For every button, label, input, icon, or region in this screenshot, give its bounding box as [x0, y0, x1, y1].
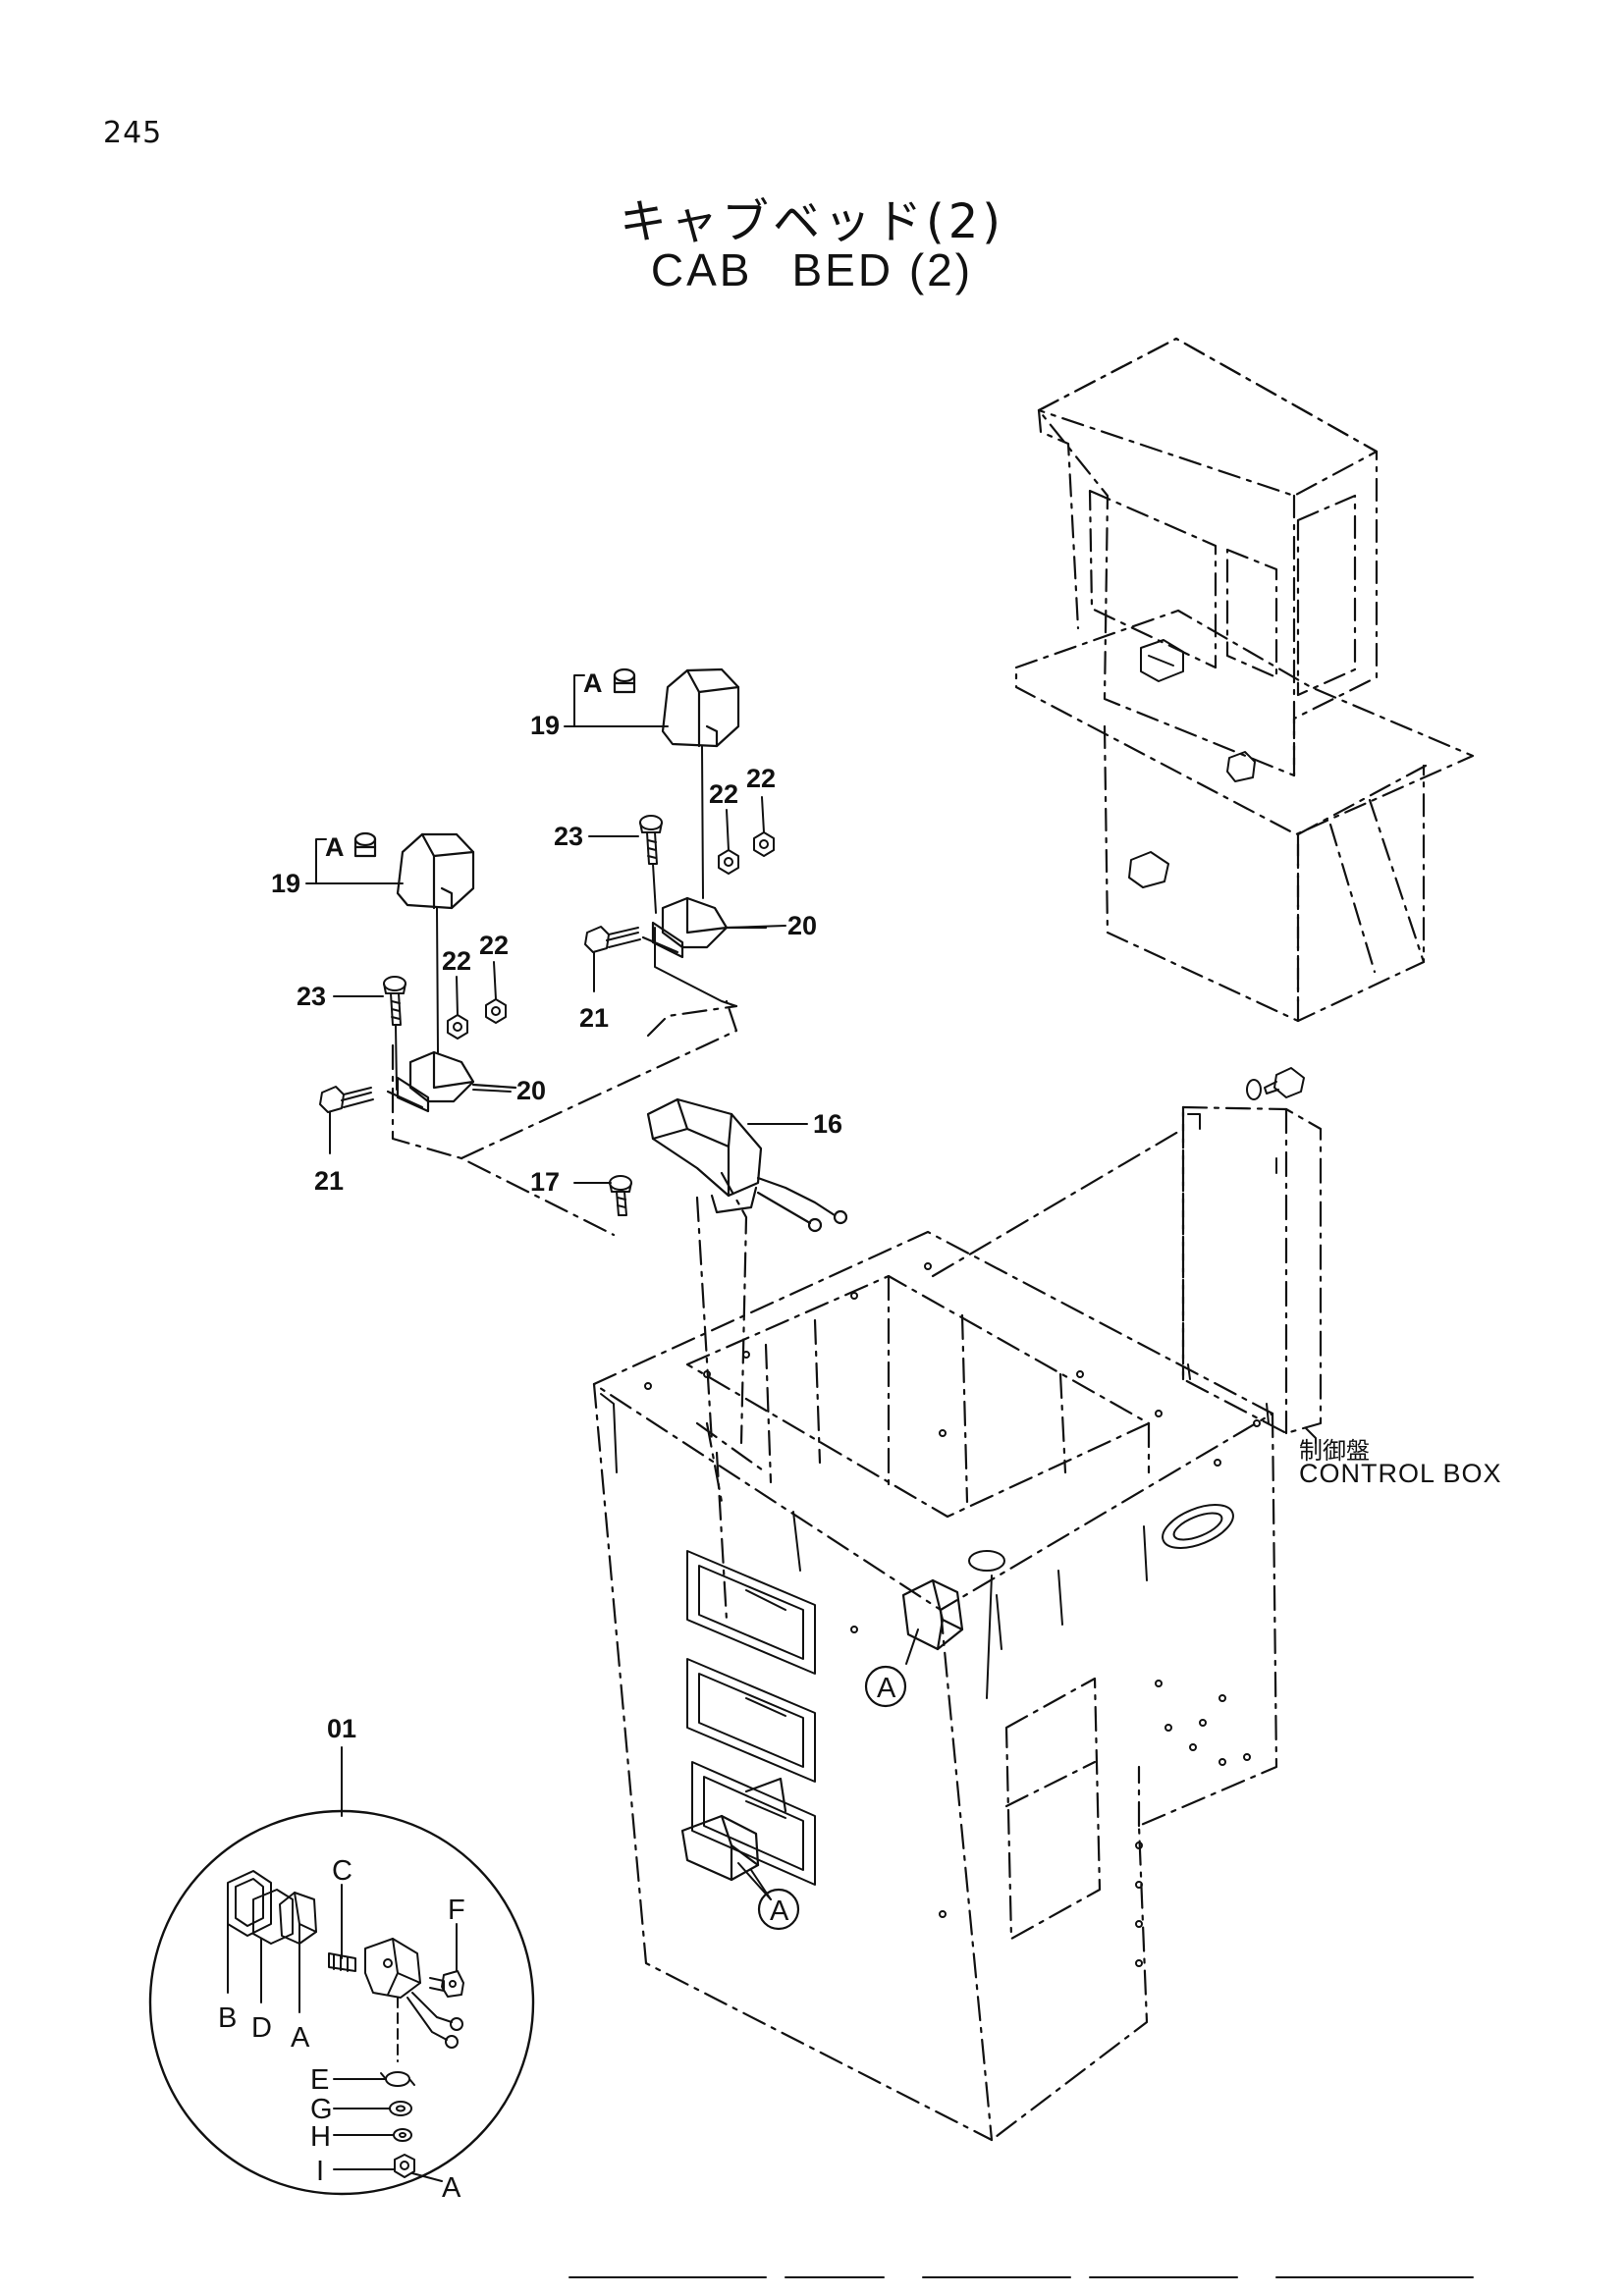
cab-outline [1014, 337, 1475, 1023]
title-japanese: キャブベッド(2) [620, 194, 1004, 249]
callout-22-upper-b: 22 [746, 764, 776, 793]
ref-circle-a2 [757, 1888, 800, 1931]
detail-kit-parts [227, 1870, 464, 2182]
callout-21-lower: 21 [314, 1166, 344, 1196]
detail-label-h: H [310, 2121, 331, 2153]
title-en-part2: BED (2) [791, 244, 974, 295]
callout-19-lower: 19 [271, 869, 300, 898]
lamp-fixture-front [680, 1777, 787, 1882]
part-21-bolt-lower [319, 1086, 374, 1113]
part-19-horn-lower [353, 831, 475, 910]
callout-20-upper: 20 [787, 911, 817, 940]
upper-assembly-lines [654, 745, 737, 1007]
part-21-bolt-upper [584, 926, 641, 953]
lamp-fixture-right [901, 1578, 964, 1651]
callout-20-lower: 20 [516, 1076, 546, 1105]
callout-22-lower-b: 22 [479, 931, 509, 960]
part-20-bracket-upper [641, 896, 768, 959]
detail-label-a-tail: A [442, 2172, 461, 2204]
ref-marker-a2: A [770, 1896, 789, 1927]
part-16-work-lamp [646, 1097, 848, 1233]
part-17-bolt [609, 1175, 632, 1216]
callout-22-upper-a: 22 [709, 779, 738, 809]
callout-19-upper: 19 [530, 711, 560, 740]
callout-kit-a-upper: A [583, 668, 603, 698]
callout-16: 16 [813, 1109, 842, 1139]
control-box-label-japanese: 制御盤 [1299, 1437, 1370, 1465]
callout-21-upper: 21 [579, 1003, 609, 1033]
frame-details [600, 1113, 1277, 1967]
leader-lines [305, 674, 1317, 1900]
part-19-horn-upper [613, 667, 740, 748]
detail-circle-01 [148, 1809, 535, 2196]
detail-label-e: E [310, 2064, 329, 2096]
cab-bed-frame [391, 999, 1323, 2142]
title-en-part1: CAB [650, 244, 753, 295]
page-number: 245 [103, 116, 163, 150]
detail-label-c: C [332, 1855, 352, 1887]
cab-fittings [1128, 639, 1256, 888]
part-22-nuts-upper [718, 831, 775, 875]
vent-panels [686, 1550, 816, 1886]
detail-label-f: F [448, 1895, 465, 1926]
callout-17: 17 [530, 1167, 560, 1197]
lower-assembly-lines [395, 907, 439, 1091]
ref-marker-a1: A [877, 1673, 896, 1704]
callout-23-lower: 23 [297, 982, 326, 1011]
detail-label-d: D [251, 2012, 272, 2044]
ref-circle-a1 [864, 1665, 907, 1708]
callout-22-lower-a: 22 [442, 946, 471, 976]
part-23-bolt-lower [383, 976, 406, 1026]
title-english: CAB BED (2) [0, 243, 1624, 296]
control-box-label-english: CONTROL BOX [1299, 1459, 1502, 1488]
callout-kit-a-lower: A [325, 832, 345, 862]
control-box-bolt [1246, 1067, 1305, 1100]
detail-label-g: G [310, 2094, 333, 2125]
callout-01: 01 [327, 1714, 356, 1743]
detail-label-a: A [291, 2022, 310, 2054]
part-20-bracket-lower [386, 1050, 517, 1113]
callout-23-upper: 23 [554, 822, 583, 851]
detail-label-i: I [316, 2156, 324, 2187]
detail-label-b: B [218, 2002, 237, 2034]
part-23-bolt-upper [639, 815, 663, 914]
